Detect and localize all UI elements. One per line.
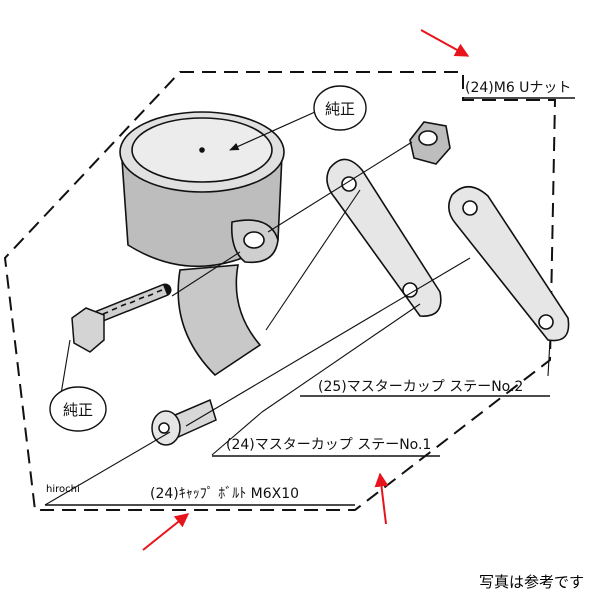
junsei-bolt: [71, 283, 172, 353]
red-arrow-nut: [420, 29, 470, 57]
label-stay-no1: (24)マスターカップ ステーNo.1: [226, 437, 431, 453]
stay-no2: [448, 185, 570, 342]
assembly-lines: [44, 141, 551, 506]
stay-no1: [326, 158, 442, 317]
label-junsei-top: 純正: [325, 100, 355, 118]
red-arrow-stay1: [374, 472, 389, 525]
dashed-boundary: [3, 71, 557, 511]
junsei-top-pointer: [229, 111, 316, 151]
reference-caption: 写真は参考です: [478, 573, 584, 591]
label-underlines: [45, 97, 575, 506]
label-junsei-bottom: 純正: [63, 401, 93, 419]
cap-bolt: [151, 398, 217, 446]
junsei-bottom-circle: [49, 386, 107, 432]
master-cup-reservoir: [119, 111, 285, 377]
label-stay-no2: (25)マスターカップ ステーNo.2: [318, 379, 523, 395]
u-nut: [409, 121, 451, 165]
red-arrow-bolt: [142, 513, 190, 551]
label-nut: (24)M6 Uナット: [465, 80, 571, 96]
red-highlight-arrows: [142, 29, 470, 551]
junsei-top-circle: [313, 85, 367, 131]
label-cap-bolt: (24)ｷｬｯﾌﾟ ﾎﾞﾙﾄ M6X10: [150, 486, 299, 502]
watermark: hirochi: [46, 484, 80, 495]
